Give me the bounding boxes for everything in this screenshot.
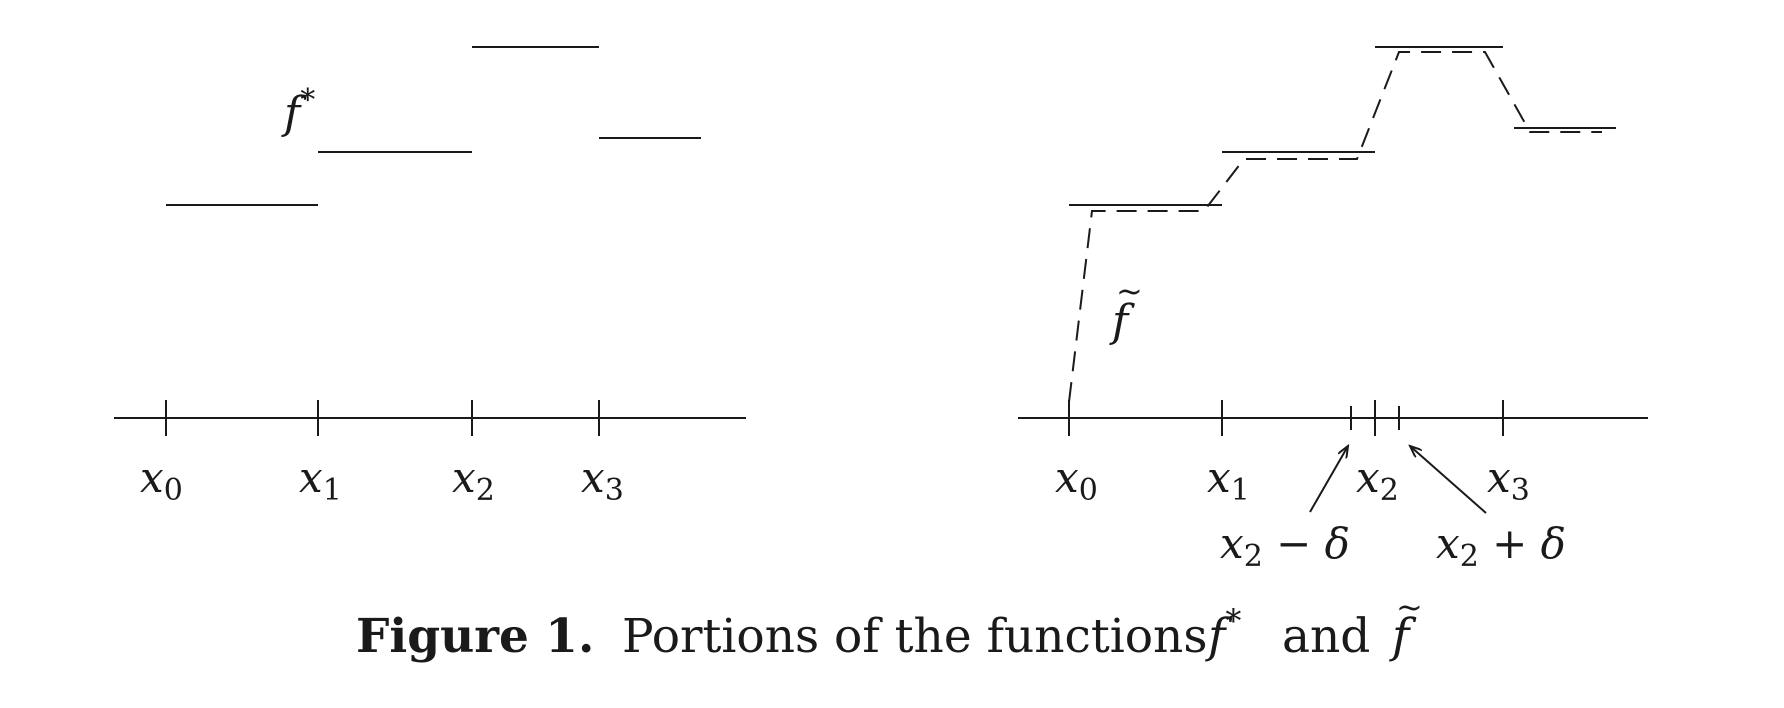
caption-and: and [1282, 609, 1370, 664]
arrow-to-x2-plus-delta [1410, 446, 1487, 514]
annotation-x2-plus-delta: x2 + δ [1436, 519, 1566, 574]
right-dashed-approximation [1068, 51, 1602, 403]
left-tick-label-x0: x0 [140, 453, 183, 508]
left-tick-label-x2: x2 [452, 453, 495, 508]
figure-caption: Figure 1. Portions of the functions f* a… [356, 588, 1423, 664]
caption-f-star: f* [1205, 602, 1241, 664]
right-function-label-accent: ~ [1116, 272, 1143, 310]
arrow-to-x2-minus-delta [1309, 446, 1348, 513]
left-tick-label-x3: x3 [581, 453, 624, 508]
right-tick-label-x3: x3 [1487, 453, 1530, 508]
caption-text: Portions of the functions [622, 609, 1207, 664]
right-panel: f ~ x0 x1 x2 x3 x2 − δ x2 + δ [1018, 46, 1648, 574]
right-tick-label-x0: x0 [1055, 453, 1098, 508]
left-function-label: f* [281, 83, 315, 139]
caption-f-tilde-accent: ~ [1396, 588, 1423, 626]
caption-label: Figure 1. [356, 609, 594, 664]
annotation-x2-minus-delta: x2 − δ [1220, 519, 1350, 574]
left-tick-label-x1: x1 [299, 453, 342, 508]
right-tick-label-x1: x1 [1207, 453, 1250, 508]
left-panel: f* x0 x1 x2 x3 [114, 46, 746, 508]
right-tick-label-x2: x2 [1356, 453, 1399, 508]
